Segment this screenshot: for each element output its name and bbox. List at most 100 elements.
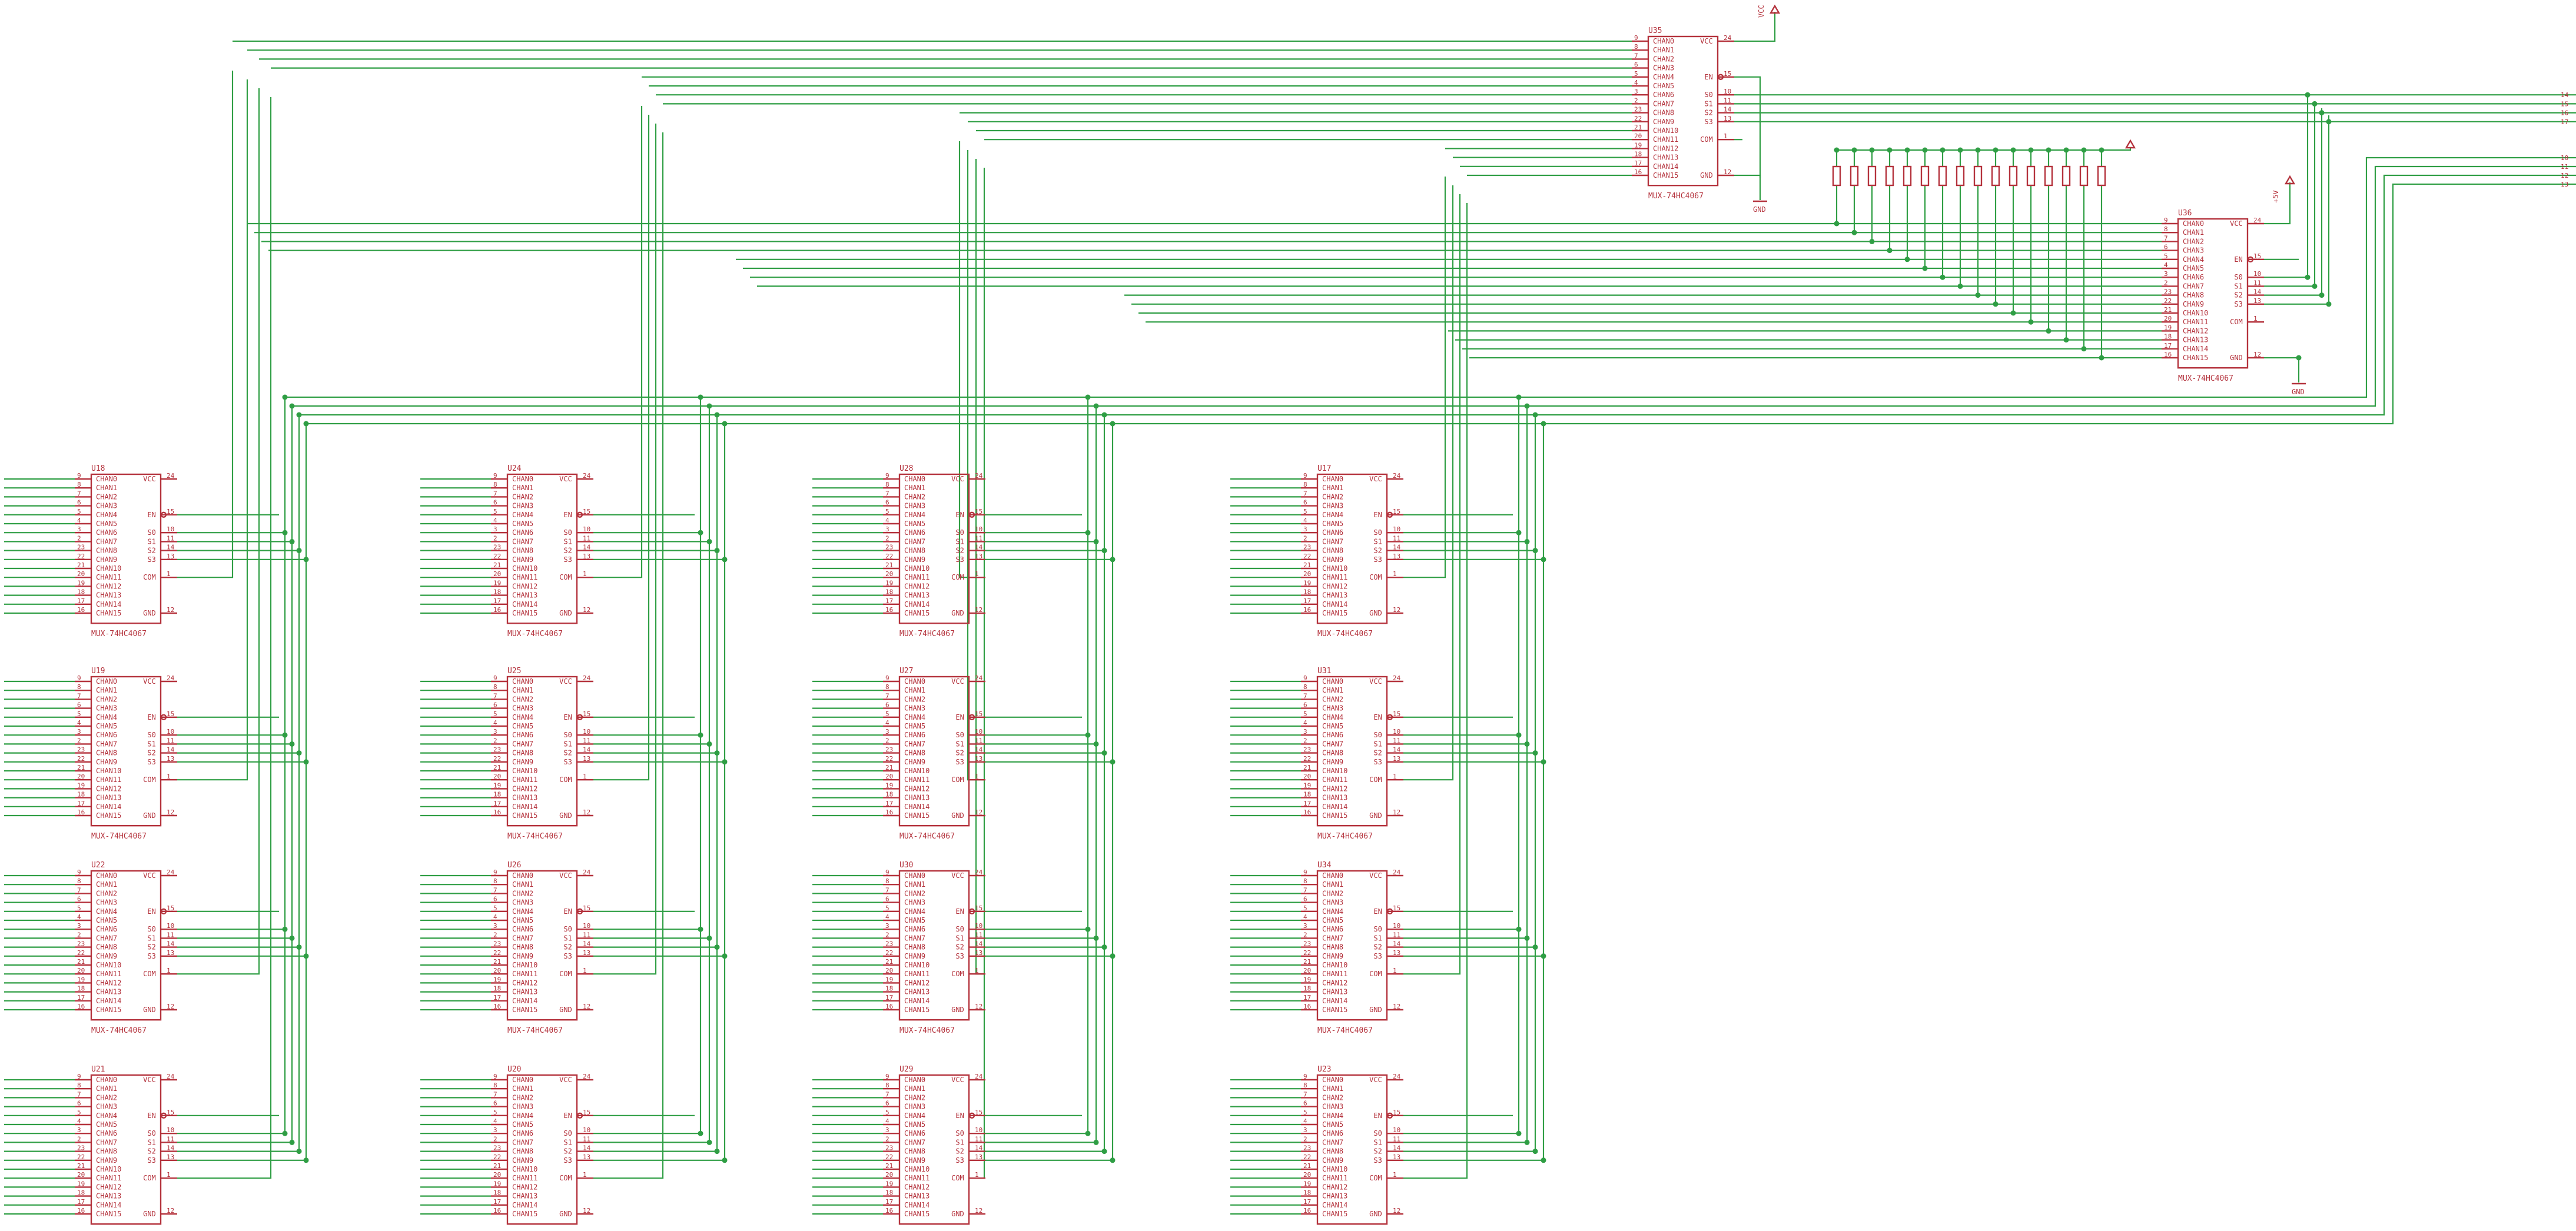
mux-reference: U34 <box>1317 861 1332 870</box>
pin-number: 8 <box>1634 43 1638 51</box>
gnd-label: GND <box>1753 205 1766 214</box>
pin-label-com: COM <box>559 776 572 784</box>
pin-label-chan11: CHAN11 <box>904 970 930 978</box>
pin-label-s2: S2 <box>1373 943 1382 951</box>
pin-label-chan12: CHAN12 <box>1322 1183 1347 1191</box>
pin-number: 12 <box>2253 351 2261 358</box>
pin-label-chan2: CHAN2 <box>904 889 925 897</box>
pin-number: 6 <box>885 499 889 507</box>
pin-label-chan5: CHAN5 <box>96 916 117 924</box>
pin-number: 13 <box>583 553 590 560</box>
pin-number: 3 <box>77 922 81 930</box>
pin-label-s0: S0 <box>2234 273 2242 281</box>
pin-label-chan10: CHAN10 <box>1322 564 1347 573</box>
pin-label-chan4: CHAN4 <box>512 907 533 916</box>
pin-label-s1: S1 <box>1373 537 1382 545</box>
wire <box>292 165 2576 407</box>
mux-chip-body <box>506 1074 578 1225</box>
pin-number: 1 <box>167 1171 171 1179</box>
pin-label-chan13: CHAN13 <box>904 591 930 600</box>
pin-number: 15 <box>583 904 590 912</box>
pin-number: 15 <box>583 508 590 515</box>
pin-number: 5 <box>1303 710 1307 718</box>
pin-label-chan4: CHAN4 <box>904 511 925 519</box>
pin-label-s2: S2 <box>955 1147 964 1156</box>
pin-label-chan13: CHAN13 <box>1322 1192 1347 1200</box>
pin-number: 22 <box>1303 553 1311 560</box>
pin-number: 7 <box>1303 886 1307 894</box>
pin-label-chan0: CHAN0 <box>1322 871 1343 880</box>
pin-number: 11 <box>1393 931 1400 939</box>
pin-label-com: COM <box>2230 318 2243 326</box>
pin-number: 5 <box>493 1109 497 1116</box>
pin-label-chan0: CHAN0 <box>904 677 925 686</box>
pin-label-chan4: CHAN4 <box>96 511 117 519</box>
pin-number: 7 <box>2164 234 2168 242</box>
pin-label-chan3: CHAN3 <box>1322 502 1343 510</box>
pin-label-com: COM <box>1369 776 1382 784</box>
pin-number: 6 <box>77 499 81 507</box>
pin-number: 8 <box>493 1082 497 1089</box>
pin-number: 4 <box>493 913 497 921</box>
wire <box>593 124 657 975</box>
net-label: 17 <box>2561 118 2568 126</box>
pin-number: 9 <box>1303 869 1307 876</box>
pin-label-s3: S3 <box>2234 300 2242 308</box>
pin-label-chan10: CHAN10 <box>1322 1165 1347 1173</box>
pin-number: 3 <box>493 728 497 736</box>
pin-number: 9 <box>77 472 81 480</box>
pin-number: 2 <box>493 737 497 744</box>
pin-label-chan14: CHAN14 <box>904 997 930 1005</box>
pin-number: 24 <box>975 472 983 480</box>
pin-label-s1: S1 <box>563 1138 572 1146</box>
pin-number: 14 <box>167 746 175 754</box>
inversion-bubble <box>160 511 167 518</box>
net-label: 15 <box>2561 100 2568 108</box>
pin-number: 24 <box>2253 217 2262 224</box>
pin-label-chan8: CHAN8 <box>512 1147 533 1156</box>
pin-number: 11 <box>1393 1135 1400 1143</box>
pin-number: 14 <box>975 544 983 551</box>
pin-label-vcc: VCC <box>559 677 572 686</box>
pin-number: 7 <box>77 1090 81 1098</box>
pin-number: 5 <box>885 1109 889 1116</box>
pin-label-chan13: CHAN13 <box>1322 591 1347 600</box>
pin-number: 12 <box>1393 1207 1400 1215</box>
pin-label-chan7: CHAN7 <box>512 537 533 545</box>
pin-label-chan4: CHAN4 <box>1322 1112 1343 1120</box>
pin-label-chan7: CHAN7 <box>1322 537 1343 545</box>
vcc-symbol <box>2124 139 2136 149</box>
pin-label-s0: S0 <box>563 925 572 933</box>
mux-part-value: MUX-74HC4067 <box>91 1026 147 1035</box>
pin-label-chan1: CHAN1 <box>1322 686 1343 694</box>
mux-part-value: MUX-74HC4067 <box>899 630 955 638</box>
pin-number: 8 <box>77 481 81 488</box>
pin-number: 10 <box>583 922 590 930</box>
pin-number: 23 <box>1303 1145 1311 1152</box>
pin-label-s2: S2 <box>563 749 572 757</box>
pin-number: 17 <box>1303 597 1311 605</box>
pin-label-en: EN <box>1373 713 1382 721</box>
pin-number: 5 <box>1634 70 1638 78</box>
pin-number: 20 <box>77 773 85 780</box>
pin-label-chan9: CHAN9 <box>512 1156 533 1165</box>
pin-label-chan2: CHAN2 <box>512 889 533 897</box>
pin-label-chan6: CHAN6 <box>904 731 925 739</box>
mux-part-value: MUX-74HC4067 <box>1317 630 1373 638</box>
pin-number: 5 <box>1303 508 1307 515</box>
pin-number: 1 <box>975 773 979 780</box>
pin-label-chan9: CHAN9 <box>512 555 533 564</box>
pin-number: 17 <box>493 800 501 807</box>
pin-number: 10 <box>975 1126 982 1134</box>
pin-number: 20 <box>493 570 501 578</box>
pin-number: 11 <box>975 931 982 939</box>
pin-label-chan15: CHAN15 <box>1322 1210 1347 1218</box>
pin-label-vcc: VCC <box>1700 37 1713 45</box>
pin-label-chan3: CHAN3 <box>1322 704 1343 713</box>
pin-label-chan4: CHAN4 <box>904 907 925 916</box>
pin-label-chan11: CHAN11 <box>96 1174 121 1182</box>
inversion-bubble <box>1386 908 1393 915</box>
pin-number: 19 <box>1303 1180 1311 1187</box>
wire <box>2264 357 2300 382</box>
pin-label-chan10: CHAN10 <box>2183 309 2208 317</box>
